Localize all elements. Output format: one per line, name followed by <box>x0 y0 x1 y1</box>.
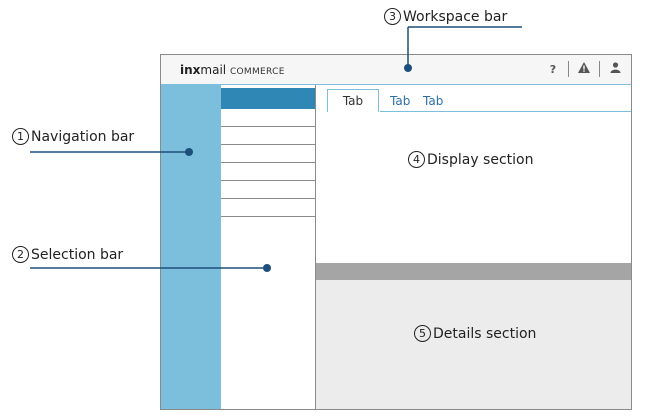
callout-number: 5 <box>414 325 431 342</box>
selection-item-divider <box>221 144 315 145</box>
selection-item-divider <box>221 198 315 199</box>
navigation-marker <box>185 148 193 156</box>
callout-label: Details section <box>433 326 537 342</box>
callout-number: 2 <box>12 246 29 263</box>
icon-separator <box>599 61 600 77</box>
callout-number: 4 <box>408 151 425 168</box>
logo-inx: inx <box>180 63 201 77</box>
selection-bar <box>221 85 316 409</box>
app-logo: inxmail COMMERCE <box>180 62 285 80</box>
selection-item-active[interactable] <box>221 88 315 109</box>
warning-icon[interactable] <box>577 62 591 76</box>
callout-number: 3 <box>384 8 401 25</box>
selection-item-divider <box>221 180 315 181</box>
tab-third[interactable]: Tab <box>423 94 444 108</box>
callout-label: Navigation bar <box>31 129 135 145</box>
details-section <box>316 280 631 409</box>
tab-active[interactable]: Tab <box>327 89 379 112</box>
user-icon[interactable] <box>608 62 622 76</box>
tab-strip-border <box>380 111 631 112</box>
selection-item-divider <box>221 162 315 163</box>
tab-second[interactable]: Tab <box>390 94 411 108</box>
selection-item-divider <box>221 216 315 217</box>
logo-commerce: COMMERCE <box>229 67 285 77</box>
section-divider[interactable] <box>316 263 631 280</box>
question-icon[interactable]: ? <box>549 62 557 76</box>
workspace-bar <box>161 55 631 85</box>
selection-marker <box>263 264 271 272</box>
callout-number: 1 <box>12 128 29 145</box>
workspace-icons: ? <box>546 60 622 78</box>
selection-item-divider <box>221 126 315 127</box>
callout-label: Display section <box>427 152 534 168</box>
logo-mail: mail <box>200 63 227 77</box>
callout-label: Workspace bar <box>403 9 508 25</box>
navigation-bar <box>161 85 221 409</box>
icon-separator <box>568 61 569 77</box>
workspace-marker <box>404 64 412 72</box>
callout-label: Selection bar <box>31 247 124 263</box>
